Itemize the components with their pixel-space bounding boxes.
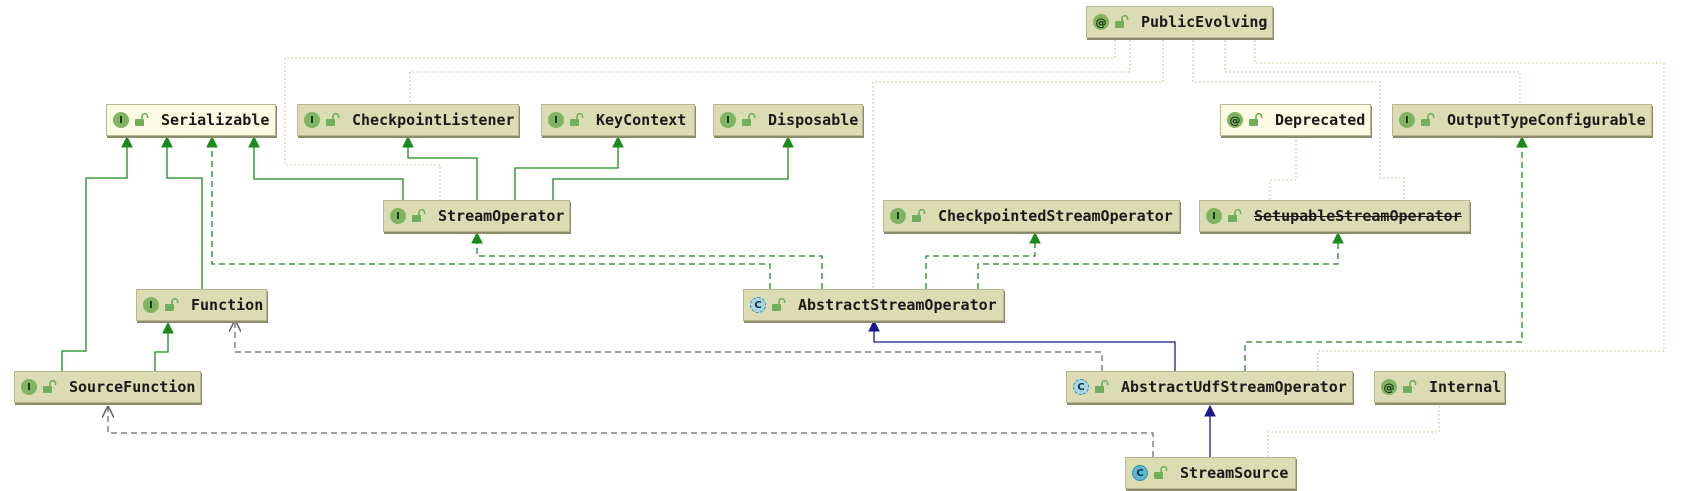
class-extends-links (868, 319, 1216, 457)
node-label: SourceFunction (69, 378, 196, 396)
public-lock-icon (165, 297, 179, 311)
interface-icon: I (890, 208, 906, 224)
annotation-link-abstract-stream-operator (872, 36, 1164, 289)
annotation-link-internal (1267, 406, 1440, 457)
node-label: Internal (1429, 378, 1502, 396)
node-abstract-stream-operator[interactable]: C AbstractStreamOperator (743, 289, 1004, 321)
implements-links (206, 135, 1528, 371)
annotation-icon: @ (1227, 112, 1243, 128)
node-label: KeyContext (596, 111, 687, 129)
public-lock-icon (742, 112, 756, 126)
interface-icon: I (720, 112, 736, 128)
edge-abstract-stream-operator-setupable (977, 231, 1344, 289)
node-label: CheckpointedStreamOperator (938, 207, 1173, 225)
node-output-type-configurable[interactable]: I OutputTypeConfigurable (1392, 104, 1652, 136)
public-lock-icon (412, 208, 426, 222)
annotation-link-stream-operator (284, 36, 1116, 200)
node-internal[interactable]: @ Internal (1374, 371, 1505, 403)
abstract-class-icon: C (750, 297, 766, 313)
edge-abstract-udf-output-type-configurable (1244, 135, 1528, 371)
public-lock-icon (570, 112, 584, 126)
public-lock-icon (135, 112, 149, 126)
annotation-links (284, 36, 1665, 457)
interface-icon: I (548, 112, 564, 128)
edge-stream-operator-checkpoint-listener (402, 135, 478, 200)
dependency-links (108, 321, 1154, 457)
public-lock-icon (1228, 208, 1242, 222)
node-label: OutputTypeConfigurable (1447, 111, 1646, 129)
edge-abstract-stream-operator-checkpointed (925, 231, 1041, 289)
interface-icon: I (21, 379, 37, 395)
edge-source-function-serializable (61, 135, 133, 371)
edge-stream-operator-key-context (514, 135, 624, 200)
public-lock-icon (326, 112, 340, 126)
edge-stream-operator-serializable (248, 135, 404, 200)
abstract-class-icon: C (1073, 379, 1089, 395)
public-lock-icon (772, 297, 786, 311)
node-label: AbstractStreamOperator (798, 296, 997, 314)
edge-stream-source-source-function (108, 407, 1154, 457)
annotation-link-checkpoint-listener (409, 36, 1131, 104)
edge-abstract-udf-abstract-stream-operator (868, 319, 1176, 371)
public-lock-icon (1249, 112, 1263, 126)
node-label: Disposable (768, 111, 859, 129)
node-label: StreamSource (1180, 464, 1289, 482)
annotation-icon: @ (1093, 14, 1109, 30)
node-label: CheckpointListener (352, 111, 515, 129)
public-lock-icon (1095, 379, 1109, 393)
public-lock-icon (1115, 14, 1129, 28)
interface-icon: I (390, 208, 406, 224)
node-setupable-stream-operator[interactable]: I SetupableStreamOperator (1199, 200, 1470, 232)
annotation-link-abstract-udf (1254, 36, 1665, 371)
edge-abstract-udf-function (235, 321, 1103, 371)
annotation-icon: @ (1381, 379, 1397, 395)
interface-icon: I (304, 112, 320, 128)
node-key-context[interactable]: I KeyContext (541, 104, 695, 136)
interface-icon: I (1399, 112, 1415, 128)
annotation-link-setupable (1192, 36, 1405, 200)
node-stream-source[interactable]: C StreamSource (1125, 457, 1296, 489)
node-stream-operator[interactable]: I StreamOperator (383, 200, 570, 232)
interface-icon: I (143, 297, 159, 313)
node-serializable[interactable]: I Serializable (106, 104, 276, 136)
node-public-evolving[interactable]: @ PublicEvolving (1086, 6, 1273, 38)
node-abstract-udf-stream-operator[interactable]: C AbstractUdfStreamOperator (1066, 371, 1353, 403)
edge-abstract-stream-operator-stream-operator (471, 231, 823, 289)
node-label: SetupableStreamOperator (1254, 207, 1462, 225)
interface-icon: I (113, 112, 129, 128)
node-source-function[interactable]: I SourceFunction (14, 371, 201, 403)
interface-extends-links (61, 135, 794, 371)
node-disposable[interactable]: I Disposable (713, 104, 863, 136)
node-checkpointed-stream-operator[interactable]: I CheckpointedStreamOperator (883, 200, 1180, 232)
class-icon: C (1132, 465, 1148, 481)
node-checkpoint-listener[interactable]: I CheckpointListener (297, 104, 519, 136)
annotation-link-deprecated (1269, 136, 1297, 200)
edge-abstract-stream-operator-serializable (206, 135, 771, 289)
annotation-link-output-type-configurable (1224, 36, 1521, 104)
public-lock-icon (1154, 465, 1168, 479)
node-deprecated[interactable]: @ Deprecated (1220, 104, 1371, 136)
edge-source-function-function (154, 321, 174, 371)
node-label: StreamOperator (438, 207, 565, 225)
edge-stream-operator-disposable (552, 135, 794, 200)
edge-function-serializable (161, 135, 203, 289)
node-label: Function (191, 296, 264, 314)
node-label: AbstractUdfStreamOperator (1121, 378, 1347, 396)
node-function[interactable]: I Function (136, 289, 267, 321)
node-label: PublicEvolving (1141, 13, 1268, 31)
public-lock-icon (1403, 379, 1417, 393)
node-label: Deprecated (1275, 111, 1366, 129)
public-lock-icon (912, 208, 926, 222)
node-label: Serializable (161, 111, 270, 129)
public-lock-icon (43, 379, 57, 393)
public-lock-icon (1421, 112, 1435, 126)
interface-icon: I (1206, 208, 1222, 224)
